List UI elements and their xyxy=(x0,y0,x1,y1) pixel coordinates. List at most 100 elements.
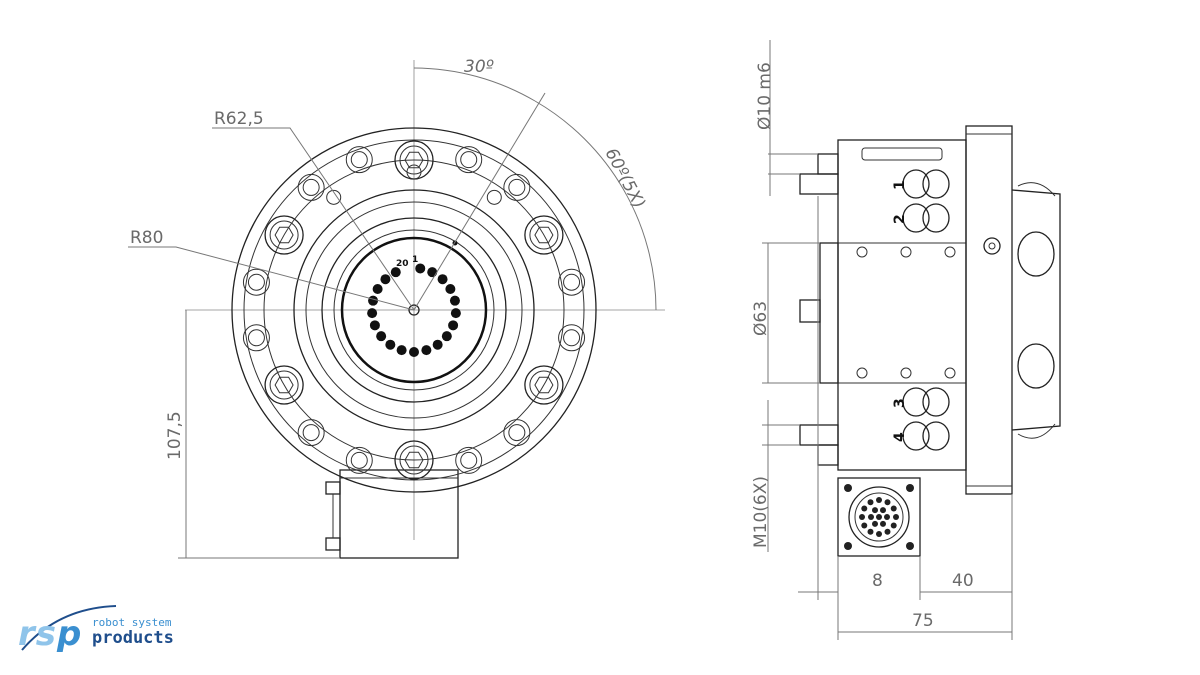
connector-screw-top xyxy=(325,481,341,495)
radius-62-label: R62,5 xyxy=(214,109,264,129)
thread-label: M10(6X) xyxy=(751,476,771,548)
flange-hole-inner xyxy=(460,151,478,169)
shaft-diameter-label: Ø10 m6 xyxy=(755,62,775,130)
radius-80-label: R80 xyxy=(130,228,163,248)
side-rotor xyxy=(1011,189,1061,431)
radius-62-leader xyxy=(212,127,415,311)
angle-60-arc xyxy=(534,100,657,311)
flange-hole xyxy=(455,146,483,174)
contact-pin xyxy=(385,339,396,350)
contact-pin xyxy=(368,295,379,306)
flange-ring xyxy=(243,139,585,481)
flange-hole-inner xyxy=(247,273,265,291)
air-port-4: 4 xyxy=(892,421,950,451)
outer-flange xyxy=(231,127,597,493)
flange-hole xyxy=(558,268,586,296)
side-hole xyxy=(856,246,868,258)
flange-hole xyxy=(558,324,586,352)
dowel-shaft-top xyxy=(817,153,839,175)
flange-hole xyxy=(297,173,325,201)
flange-hole xyxy=(297,419,325,447)
contact-pin xyxy=(445,284,456,294)
flange-hole xyxy=(455,446,483,474)
contact-pin xyxy=(367,308,378,319)
connector-pin xyxy=(880,507,886,514)
side-connector-pins xyxy=(859,497,899,537)
contact-pin xyxy=(449,295,460,306)
side-rotor-cap-bottom xyxy=(1017,423,1056,439)
dowel-pin-bottom xyxy=(799,424,839,446)
connector-pin xyxy=(861,505,868,512)
flange-hole-inner xyxy=(460,451,478,469)
flange-hole-inner xyxy=(350,151,368,169)
contact-pin xyxy=(372,284,383,294)
front-view: 20 1 R62,5 R80 30º 60º(5X) 107,5 xyxy=(128,57,665,559)
connector-pin xyxy=(876,497,882,503)
mounting-bolt xyxy=(264,365,304,405)
angle-60-label: 60º(5X) xyxy=(601,145,649,212)
connector-screw-4 xyxy=(906,542,914,550)
angle-30-arc xyxy=(413,67,536,102)
connector-pin xyxy=(868,514,874,520)
flange-hole xyxy=(242,268,270,296)
port-label-1: 1 xyxy=(892,180,908,190)
hub-screw xyxy=(326,189,342,205)
contact-pin xyxy=(432,339,443,350)
connector-screw-bottom xyxy=(325,537,341,551)
mounting-bolt xyxy=(524,365,564,405)
connector-pin xyxy=(876,531,882,537)
dowel-pin-top xyxy=(799,173,839,195)
flange-hole xyxy=(503,419,531,447)
radius-80-leader xyxy=(128,246,415,311)
rotor-port-bottom xyxy=(1017,343,1055,389)
height-label: 107,5 xyxy=(165,411,185,460)
contact-pin xyxy=(390,267,401,278)
side-connector-insert xyxy=(854,492,904,542)
connector-pin xyxy=(884,499,891,506)
contact-pin xyxy=(450,308,461,319)
flange-hole xyxy=(345,146,373,174)
port-label-3: 3 xyxy=(892,398,908,408)
connector-housing xyxy=(339,469,459,559)
company-logo: rsp robot system products xyxy=(18,604,198,656)
hub-screw xyxy=(486,189,502,205)
logo-wordmark: products xyxy=(92,628,174,648)
dim-8-label: 8 xyxy=(872,571,883,591)
bolt-ring xyxy=(263,159,565,461)
flange-hole-inner xyxy=(350,451,368,469)
center-pin xyxy=(408,304,420,316)
flange-screw-head xyxy=(988,242,996,250)
mounting-bolt xyxy=(394,440,434,480)
hub-screw xyxy=(406,164,422,180)
air-port-1: 1 xyxy=(892,169,950,199)
flange-hole xyxy=(345,446,373,474)
body-ring xyxy=(293,189,535,431)
contact-pins xyxy=(367,263,461,357)
flange-hole-inner xyxy=(302,424,320,442)
contact-insert xyxy=(340,236,488,384)
connector-screw-1 xyxy=(844,484,852,492)
pilot-diameter-label: Ø63 xyxy=(751,301,771,336)
connector-pin xyxy=(880,520,886,527)
inner-ring xyxy=(305,201,523,419)
flange-hole xyxy=(503,173,531,201)
connector-pin xyxy=(867,499,874,506)
pin-label-1: 1 xyxy=(412,255,418,265)
pin-label-20: 20 xyxy=(396,259,409,269)
angle-30-label: 30º xyxy=(464,57,494,77)
port-label-2: 2 xyxy=(892,214,908,224)
contact-pin xyxy=(441,331,452,342)
flange-hole-inner xyxy=(563,273,581,291)
side-view: 1 2 3 4 Ø10 m6 Ø63 M10(6X) 8 xyxy=(751,40,1061,640)
flange-hole-inner xyxy=(508,178,526,196)
angle-30-extension xyxy=(413,92,546,311)
name-plate xyxy=(861,147,943,161)
connector-pin xyxy=(893,514,899,520)
contact-pin xyxy=(369,320,380,331)
dim-75-label: 75 xyxy=(912,611,934,631)
pilot-diameter xyxy=(819,242,839,384)
flange-hole-inner xyxy=(563,329,581,347)
connector-pin xyxy=(872,520,878,527)
logo-swoosh xyxy=(21,605,117,651)
